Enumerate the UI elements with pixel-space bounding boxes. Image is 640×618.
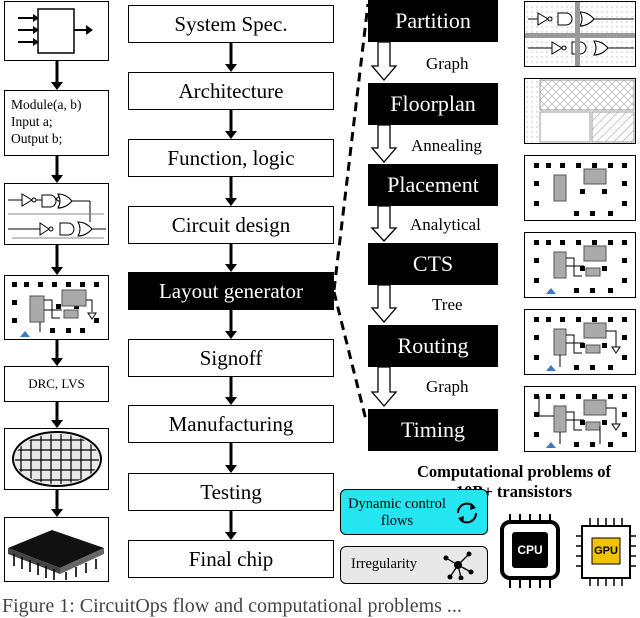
flow-step-label: Manufacturing	[168, 411, 294, 436]
flow-step-label: Circuit design	[171, 212, 291, 237]
cpu-chip-icon	[500, 514, 560, 588]
verilog-line: Input a;	[11, 114, 53, 129]
chip-package-icon	[8, 530, 104, 580]
flow-step-label: Function, logic	[167, 145, 295, 170]
drc-lvs-box: DRC, LVS	[4, 366, 109, 402]
gpu-chip-icon	[576, 518, 636, 586]
layout-icon	[12, 282, 99, 337]
pnr-step-partition: Partition	[368, 0, 498, 42]
rtl-block-icon	[18, 8, 93, 54]
wafer-icon	[12, 431, 102, 487]
verilog-line: Output b;	[11, 131, 63, 146]
pnr-step-floorplan: Floorplan	[368, 83, 498, 125]
flow-step-label: Architecture	[178, 78, 284, 103]
floorplan-icon	[526, 79, 635, 143]
partition-cutlines	[525, 2, 635, 66]
pnr-hollow-arrows	[370, 41, 398, 407]
placement-pins	[534, 163, 627, 448]
pnr-method-label: Annealing	[411, 136, 482, 155]
dashed-connectors	[332, 3, 370, 421]
network-graph-icon	[443, 551, 474, 580]
flow-step-testing: Testing	[128, 473, 334, 511]
flow-step-architecture: Architecture	[128, 72, 334, 110]
pnr-step-label: Floorplan	[390, 91, 476, 116]
cpu-label: CPU	[517, 543, 543, 557]
flow-step-layout-generator: Layout generator	[128, 272, 334, 310]
pnr-step-label: Timing	[400, 417, 465, 442]
flow-arrowheads	[225, 64, 237, 540]
pnr-method-label: Graph	[426, 54, 469, 73]
pnr-step-placement: Placement	[368, 164, 498, 206]
pnr-step-label: Placement	[387, 172, 479, 197]
drc-lvs-label: DRC, LVS	[28, 376, 85, 391]
flow-step-label: Layout generator	[158, 278, 304, 303]
pnr-step-label: Routing	[397, 333, 469, 358]
pnr-step-routing: Routing	[368, 325, 498, 367]
flow-step-manufacturing: Manufacturing	[128, 405, 334, 443]
flow-step-label: Testing	[200, 479, 262, 504]
irregularity-label: Irregularity	[351, 556, 418, 572]
computational-title-line: Computational problems of	[416, 462, 612, 481]
gpu-label: GPU	[594, 545, 618, 557]
dynamic-control-flows-label: Dynamic control flows	[348, 496, 446, 529]
flow-step-final-chip: Final chip	[128, 540, 334, 578]
verilog-line: Module(a, b)	[11, 97, 82, 112]
irregularity-badge: Irregularity	[340, 546, 488, 584]
flow-step-signoff: Signoff	[128, 339, 334, 377]
pnr-method-label: Graph	[426, 377, 469, 396]
gate-netlist-icon	[8, 193, 106, 239]
flow-step-circuit-design: Circuit design	[128, 206, 334, 244]
dynamic-control-flows-badge: Dynamic control flows	[340, 489, 488, 535]
pnr-step-timing: Timing	[368, 409, 498, 451]
figure-caption: Figure 1: CircuitOps flow and computatio…	[2, 595, 462, 617]
refresh-icon	[456, 502, 478, 524]
pnr-step-label: Partition	[395, 8, 471, 33]
pnr-step-cts: CTS	[368, 243, 498, 285]
flow-step-function-logic: Function, logic	[128, 139, 334, 177]
flow-step-label: Signoff	[199, 345, 263, 370]
flow-step-system-spec: System Spec.	[128, 5, 334, 43]
verilog-code-box: Module(a, b) Input a; Output b;	[4, 90, 109, 156]
pnr-method-label: Tree	[432, 295, 463, 314]
pnr-step-label: CTS	[412, 251, 454, 276]
flow-step-label: Final chip	[188, 546, 274, 571]
pnr-method-label: Analytical	[410, 215, 481, 234]
placement-image-box	[524, 155, 636, 221]
flow-step-label: System Spec.	[174, 11, 288, 36]
